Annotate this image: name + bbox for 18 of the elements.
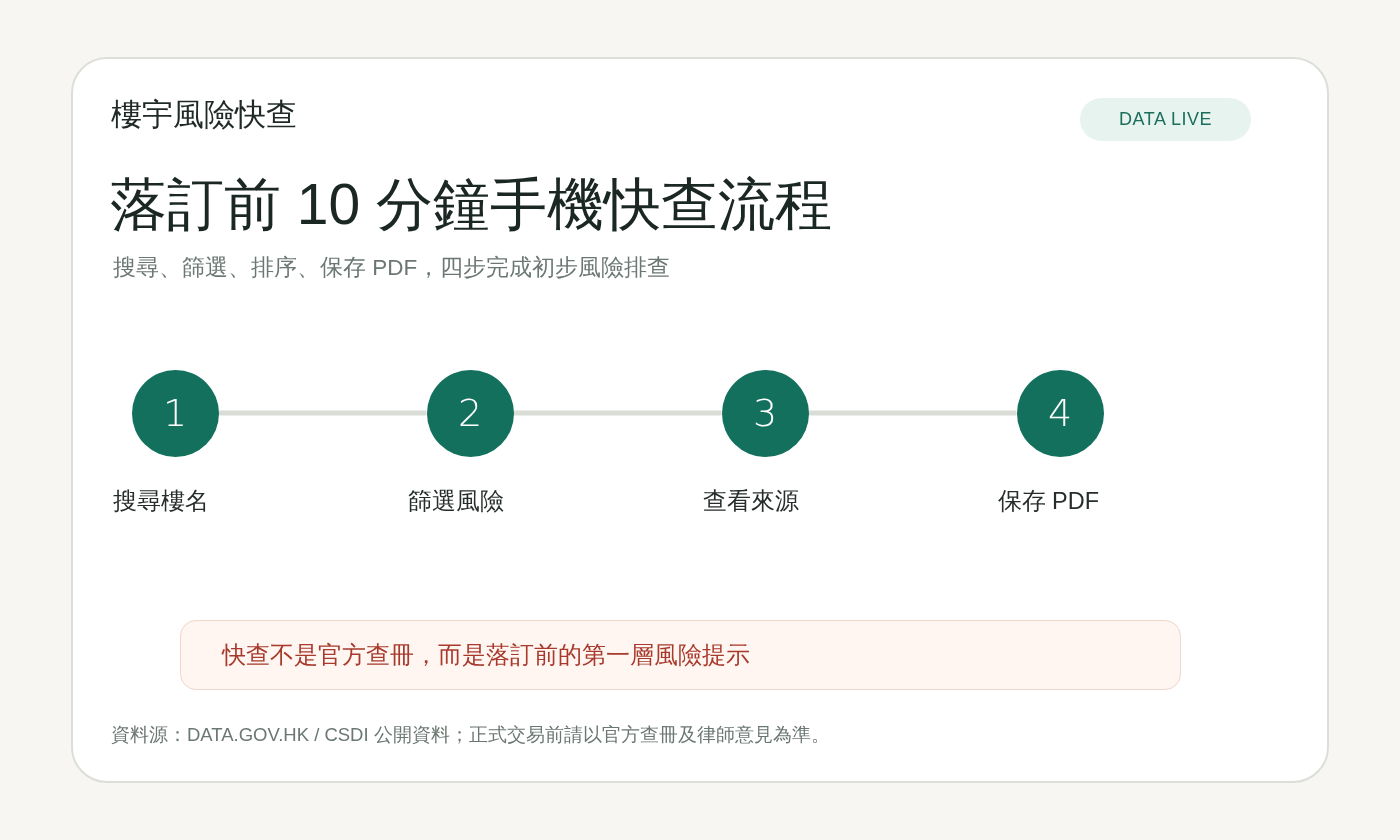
warning-box	[180, 620, 1181, 690]
status-pill: DATA LIVE	[1080, 98, 1251, 141]
subtitle: 搜尋、篩選、排序、保存 PDF，四步完成初步風險排查	[113, 254, 671, 281]
connector-line	[218, 410, 427, 416]
connector-line	[513, 410, 722, 416]
step-label: 查看來源	[702, 487, 799, 516]
step-number: 2	[457, 394, 483, 432]
source-note: 資料源：DATA.GOV.HK / CSDI 公開資料；正式交易前請以官方查冊及律師意見為準。	[111, 724, 830, 747]
step-number: 3	[752, 394, 778, 432]
step-label: 保存 PDF	[997, 487, 1100, 516]
warning-text: 快查不是官方查冊，而是落訂前的第一層風險提示	[222, 640, 751, 670]
page-title: 落訂前 10 分鐘手機快查流程	[110, 171, 833, 238]
step-number: 1	[162, 394, 188, 432]
section-heading: 樓宇風險快查	[111, 97, 297, 133]
connector-line	[808, 410, 1017, 416]
step-label: 搜尋樓名	[112, 487, 209, 516]
step-label: 篩選風險	[407, 487, 504, 516]
step-number: 4	[1047, 394, 1073, 432]
